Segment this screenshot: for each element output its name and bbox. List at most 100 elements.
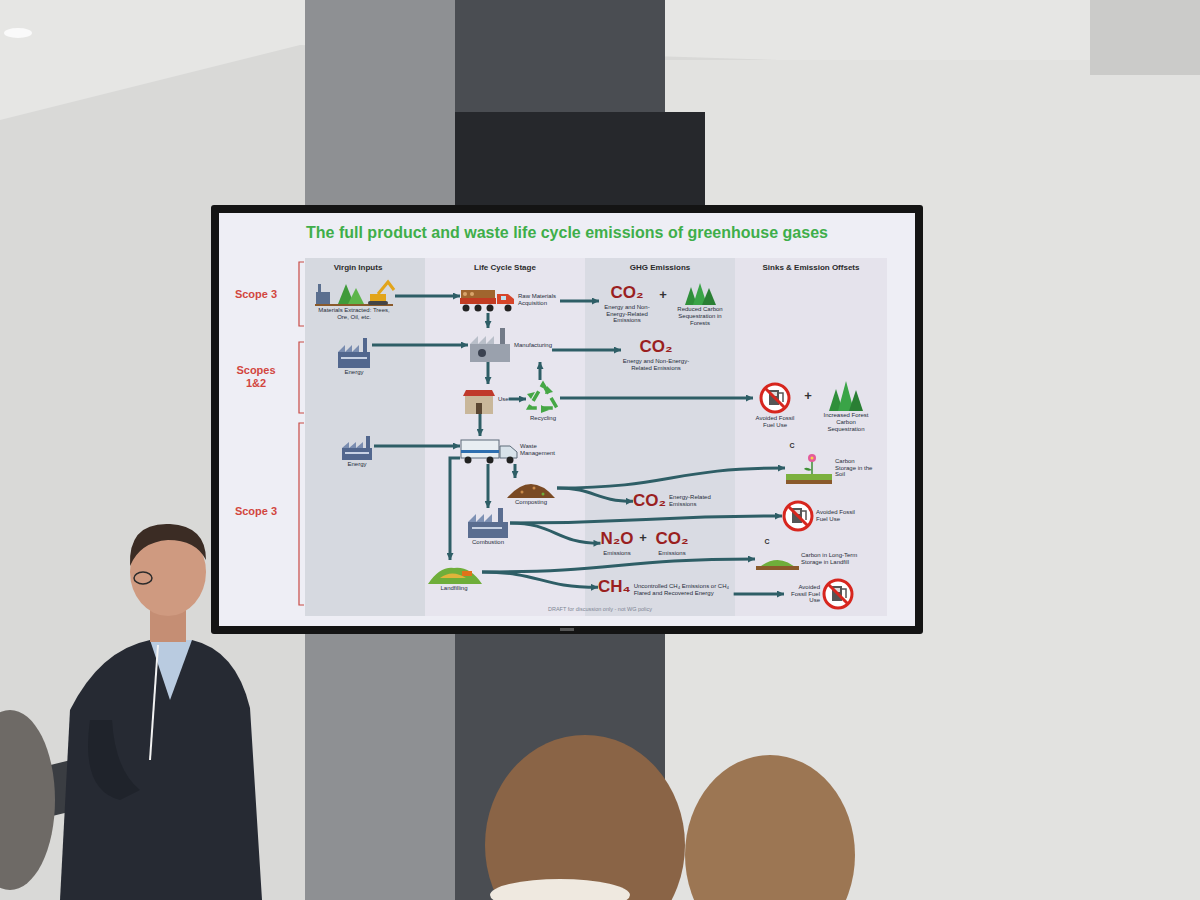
node-caption: Uncontrolled CH₄ Emissions or CH₄ Flared… xyxy=(634,583,734,597)
avoided-fuel-icon-part xyxy=(828,584,848,604)
soil-icon xyxy=(786,454,832,484)
label-box: Scopes 1&2 xyxy=(231,364,281,390)
soil-icon-part xyxy=(804,468,812,471)
icon-area xyxy=(460,287,516,313)
factory-icon-part xyxy=(478,349,486,357)
tv-screen-part xyxy=(211,205,923,634)
node-caption: Reduced Carbon Sequestration in Forests xyxy=(672,306,728,327)
icon-area xyxy=(526,380,560,414)
flow-connector xyxy=(509,398,526,401)
flow-connector xyxy=(450,458,460,560)
log-truck-icon-part xyxy=(475,305,482,312)
node-caption: Carbon Storage in the Soil xyxy=(835,458,873,479)
speaker-figure-part xyxy=(130,524,206,566)
garbage-truck-icon-part xyxy=(507,457,514,464)
recycle-icon xyxy=(527,384,557,413)
materials-icon-part xyxy=(368,301,388,305)
power-plant-icon-part xyxy=(341,357,367,359)
avoided-fuel-icon-part xyxy=(788,506,808,526)
power-plant-icon-part xyxy=(342,442,363,448)
log-truck-icon xyxy=(460,290,514,312)
stage-node: Composting xyxy=(505,478,557,506)
power-plant-icon-part xyxy=(345,452,369,454)
power-plant-icon-part xyxy=(338,345,359,352)
label-box: Scope 3 xyxy=(235,288,277,301)
materials-icon-part xyxy=(378,282,394,294)
node-caption: Waste Management xyxy=(520,443,564,457)
log-truck-icon-part xyxy=(463,305,470,312)
avoided-fuel-icon-part xyxy=(765,388,785,408)
stage-node: Avoided Fossil Fuel Use xyxy=(753,382,797,429)
gas-formula: CO₂ xyxy=(610,284,643,303)
compost-icon-part xyxy=(533,487,536,490)
label-box: Life Cycle Stage xyxy=(474,263,536,272)
node-caption: Energy and Non-Energy-Related Emissions xyxy=(621,358,691,372)
factory-icon-part xyxy=(470,336,494,344)
scope-bracket xyxy=(299,262,304,605)
tv-screen-part xyxy=(219,213,915,626)
node-caption: Landfilling xyxy=(440,585,467,592)
forest-icon xyxy=(685,283,863,411)
icon-area xyxy=(313,278,395,306)
log-truck-icon-part xyxy=(487,305,494,312)
flow-connector xyxy=(734,593,784,596)
connector-group xyxy=(372,296,785,594)
symbol-label: C xyxy=(764,538,769,545)
soil-icon-part xyxy=(811,461,813,474)
stage-node: Manufacturing xyxy=(468,328,552,362)
flow-connector xyxy=(372,344,468,347)
power-plant-icon xyxy=(338,338,372,460)
gas-formula: CO₂ xyxy=(639,338,672,357)
recycle-icon-part xyxy=(529,384,557,408)
gas-formula: CO₂ xyxy=(655,530,688,549)
flow-connector xyxy=(487,313,490,328)
power-plant-icon-part xyxy=(363,338,367,352)
stage-node: Increased Forest Carbon Sequestration xyxy=(818,381,874,433)
column-band-part xyxy=(305,258,425,616)
factory-icon-part xyxy=(472,527,502,529)
gas-formula: N₂O xyxy=(600,530,633,549)
flow-connector xyxy=(510,523,600,543)
icon-area xyxy=(782,500,814,532)
garbage-truck-icon-part xyxy=(500,446,517,458)
label-box: C xyxy=(764,538,769,545)
column-header: Virgin Inputs xyxy=(334,263,383,272)
factory-icon-part xyxy=(498,508,503,522)
node-caption: Avoided Fossil Fuel Use xyxy=(816,509,856,523)
forest-icon-part xyxy=(702,288,716,305)
audience-heads-part xyxy=(0,710,55,890)
audience-heads-part xyxy=(490,879,630,900)
emission-node: CO₂Energy-Related Emissions xyxy=(633,492,715,511)
icon-area xyxy=(505,478,557,498)
node-caption: Energy and Non-Energy-Related Emissions xyxy=(599,304,655,325)
tv-screen-part xyxy=(560,628,574,631)
recycle-icon-part xyxy=(527,392,535,399)
label-box: C xyxy=(789,442,794,449)
scope-bracket-part xyxy=(299,342,304,413)
watermark: DRAFT for discussion only - not WG polic… xyxy=(548,606,652,612)
label-box: + xyxy=(659,288,667,302)
stage-node: Landfilling xyxy=(426,560,482,592)
soil-icon-part xyxy=(786,474,832,480)
materials-icon-part xyxy=(316,292,330,304)
audience-heads-part xyxy=(685,755,855,900)
column-band xyxy=(305,258,887,616)
column-header: Life Cycle Stage xyxy=(474,263,536,272)
symbol-label: + xyxy=(659,288,667,302)
materials-icon-part xyxy=(370,294,386,302)
compost-icon-part xyxy=(521,491,524,494)
garbage-truck-icon xyxy=(461,440,517,464)
icon-area xyxy=(460,436,518,464)
store-icon-part xyxy=(465,396,493,414)
flow-connector xyxy=(560,397,753,400)
flow-connector xyxy=(514,464,517,478)
icon-area xyxy=(822,578,854,610)
column-band-part xyxy=(735,258,887,616)
avoided-fuel-icon-part xyxy=(824,580,852,608)
stage-node: Waste Management xyxy=(460,436,564,464)
icon-area xyxy=(468,328,512,362)
log-truck-icon-part xyxy=(461,290,495,298)
audience-heads-part xyxy=(485,735,685,900)
scope-label: Scopes 1&2 xyxy=(231,364,281,390)
